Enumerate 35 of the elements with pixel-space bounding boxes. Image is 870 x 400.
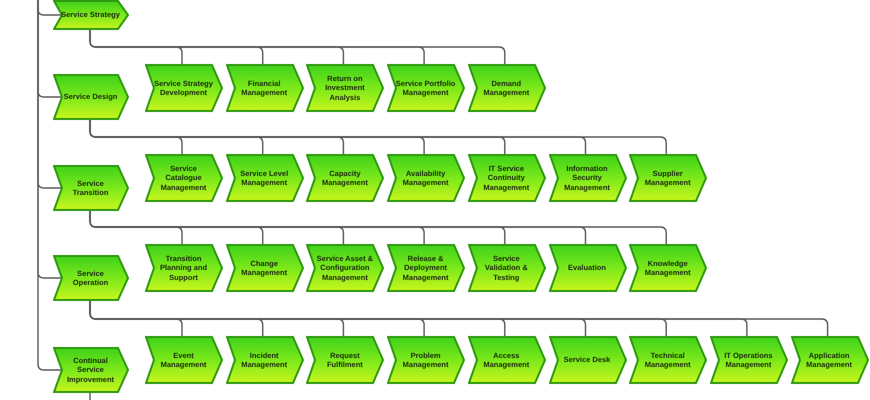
chevron-box [53, 255, 129, 301]
chevron-box [145, 154, 223, 202]
connector-line [37, 0, 61, 371]
connector-line [89, 30, 506, 65]
chevron-box [468, 64, 546, 112]
chevron-box [548, 244, 626, 292]
chevron-box [790, 336, 869, 384]
chevron-box [226, 244, 304, 292]
chevron-box [387, 244, 466, 292]
chevron-box [710, 336, 788, 384]
chevron-box [53, 165, 129, 211]
chevron-box [226, 64, 304, 112]
chevron-box [226, 336, 304, 384]
chevron-box [53, 74, 129, 120]
chevron-box [387, 154, 466, 202]
chevron-box [468, 244, 546, 292]
chevron-box [629, 154, 708, 202]
chevron-box [306, 154, 384, 202]
chevron-box [548, 336, 626, 384]
chevron-box [629, 244, 708, 292]
chevron-box [145, 336, 223, 384]
chevron-box [226, 154, 304, 202]
chevron-box [306, 64, 384, 112]
chevron-box [387, 64, 466, 112]
chevron-box [468, 154, 546, 202]
chevron-box [629, 336, 708, 384]
chevron-box [145, 64, 223, 112]
chevron-box [468, 336, 546, 384]
chevron-box [306, 336, 384, 384]
chevron-box [53, 347, 129, 393]
chevron-box [53, 0, 129, 30]
chevron-box [145, 244, 223, 292]
chevron-box [548, 154, 626, 202]
chevron-box [306, 244, 384, 292]
chevron-box [387, 336, 466, 384]
